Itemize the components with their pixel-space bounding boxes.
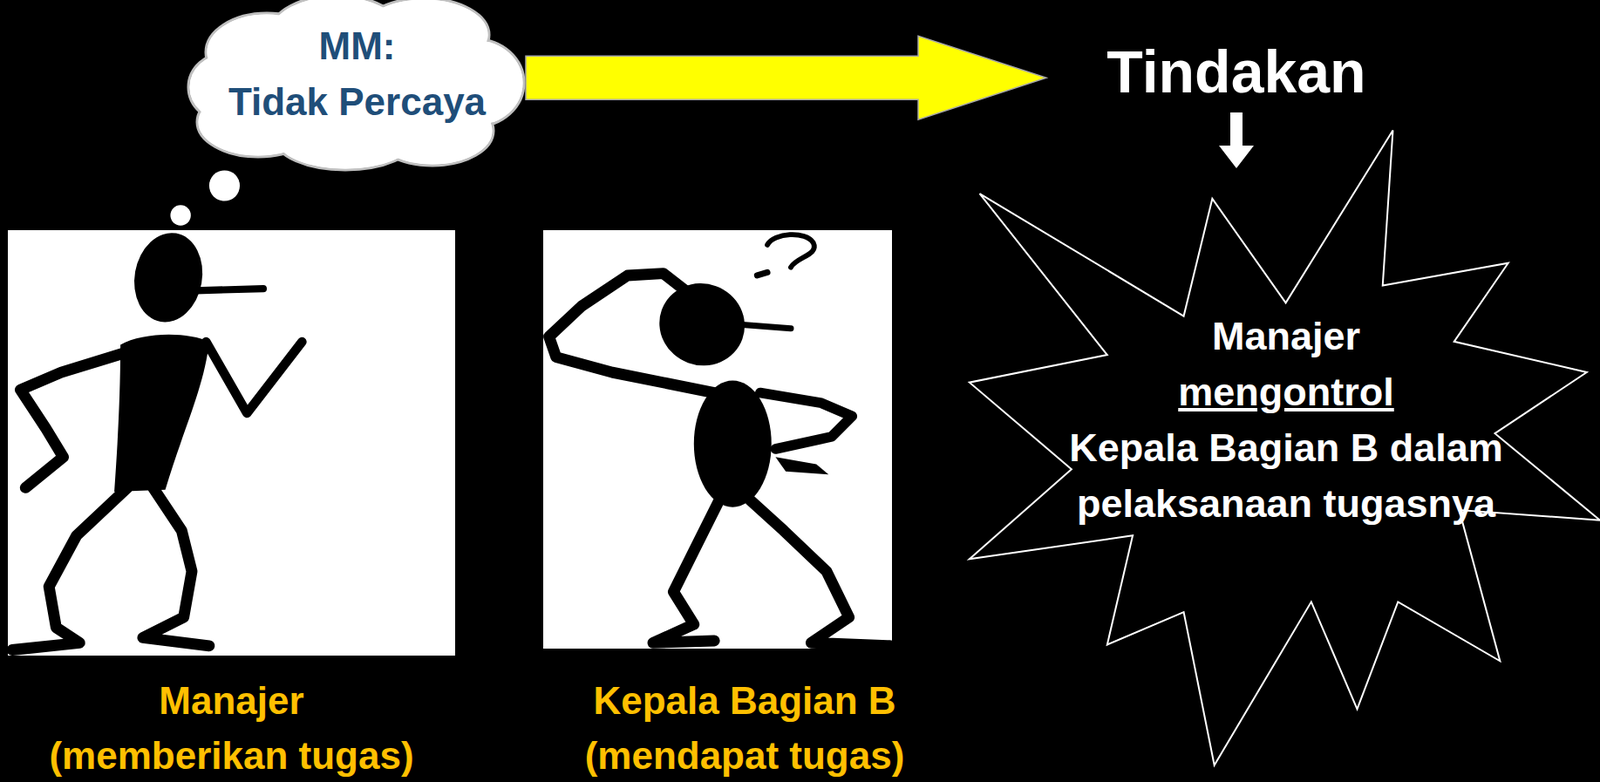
figure-caption: Manajer(memberikan tugas) xyxy=(0,673,473,782)
figure-caption: Kepala Bagian B(mendapat tugas) xyxy=(517,673,972,782)
manager-figure-box: Manajer(memberikan tugas) xyxy=(7,230,456,780)
figure-panel xyxy=(7,230,456,656)
node-text: Kepala Bagian B xyxy=(517,673,972,729)
node-text: (memberikan tugas) xyxy=(0,728,473,782)
node-text: Manajer xyxy=(0,673,473,729)
node-text: Tidak Percaya xyxy=(188,74,526,130)
action-starburst: ManajermengontrolKepala Bagian B dalam p… xyxy=(964,168,1600,768)
node-text: Manajer xyxy=(1068,308,1505,365)
thought-bubble xyxy=(170,204,191,225)
thought-bubble xyxy=(209,170,240,201)
starburst-text: ManajermengontrolKepala Bagian B dalam p… xyxy=(1068,308,1505,532)
subordinate-figure-box: Kepala Bagian B(mendapat tugas) xyxy=(543,230,892,780)
belief-to-action-arrow xyxy=(525,35,1047,120)
node-text: mengontrol xyxy=(1068,364,1505,421)
action-down-arrow xyxy=(1218,112,1254,169)
figure-panel xyxy=(543,230,892,649)
node-text: MM: xyxy=(188,18,526,75)
node-text: Kepala Bagian B dalam pelaksanaan tugasn… xyxy=(1068,420,1505,532)
cloud-text: MM:Tidak Percaya xyxy=(188,18,526,130)
thought-cloud: MM:Tidak Percaya xyxy=(188,0,526,169)
heading-text: Tindakan xyxy=(1046,30,1427,113)
node-text: (mendapat tugas) xyxy=(517,728,972,782)
action-heading: Tindakan xyxy=(1046,30,1427,113)
node-text: Tindakan xyxy=(1106,37,1366,106)
